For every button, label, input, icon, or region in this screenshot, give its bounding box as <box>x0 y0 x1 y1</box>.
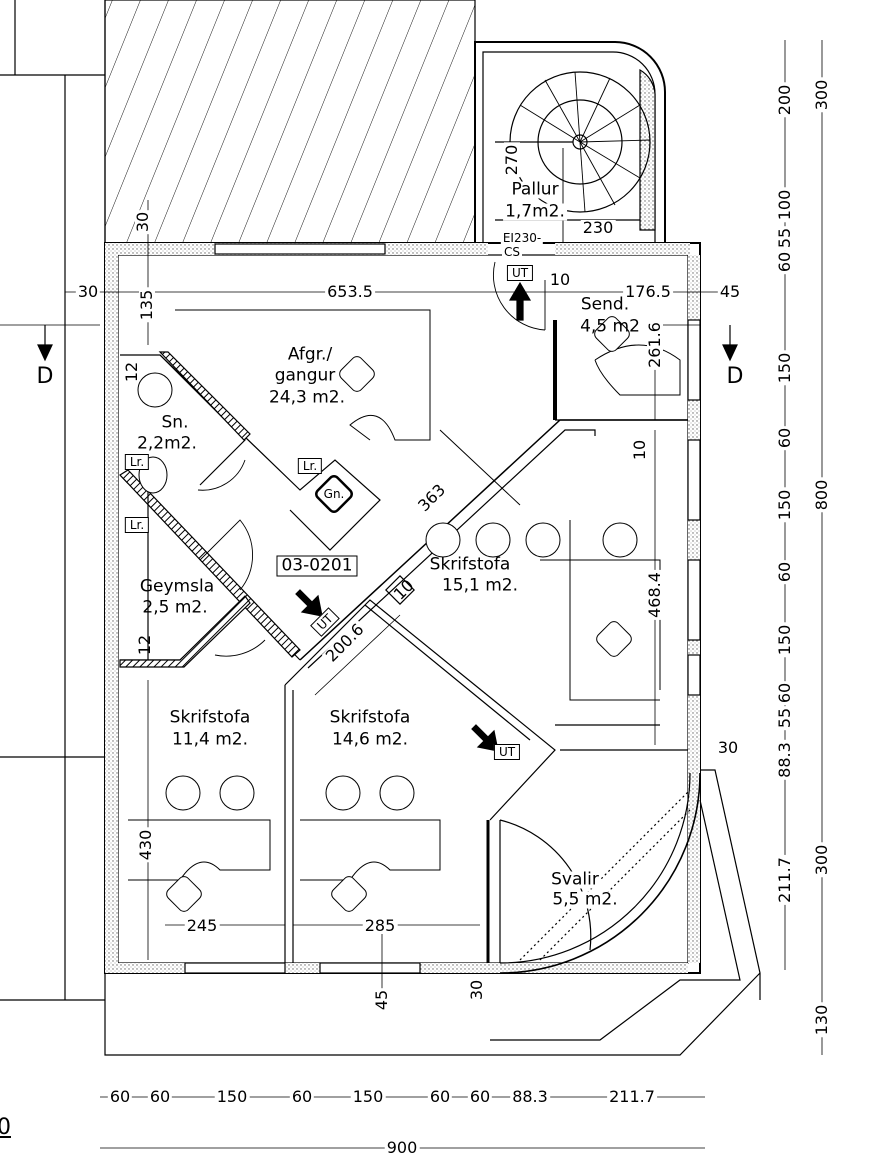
bottom-dim: 150 <box>350 1087 386 1106</box>
room-area-skrifstofa-south: 14,6 m2. <box>331 729 409 750</box>
roof-outline <box>104 972 761 1056</box>
bottom-dim: 211.7 <box>607 1087 657 1106</box>
section-arrows <box>37 325 738 362</box>
right-dim: 211.7 <box>775 855 794 905</box>
fire-hose-label-kitchen: Lr. <box>297 458 323 474</box>
interior-walls <box>119 320 688 963</box>
room-name-sn: Sn. <box>161 412 189 433</box>
dim-245: 245 <box>184 916 220 935</box>
fire-door-class: CS <box>502 245 522 259</box>
right-dim-outer: 800 <box>812 477 831 513</box>
dim-653: 653.5 <box>325 282 375 301</box>
fire-door-rating: EI230- <box>500 231 544 245</box>
right-dim: 60 <box>775 249 794 275</box>
room-name-skrifstofa-southwest: Skrifstofa <box>169 707 251 728</box>
dim-285: 285 <box>362 916 398 935</box>
dim-176: 176.5 <box>623 282 673 301</box>
dim-10-mid: 10 <box>630 437 649 463</box>
bottom-dim: 60 <box>289 1087 315 1106</box>
right-dim: 150 <box>775 622 794 658</box>
section-marker-right: D <box>726 364 744 389</box>
room-area-pallur: 1,7m2. <box>503 201 567 222</box>
dim-261: 261.6 <box>645 320 664 370</box>
right-dim: 60 <box>775 559 794 585</box>
right-dim-outer: 130 <box>812 1002 831 1038</box>
right-dim: 88.3 <box>775 740 794 780</box>
right-dim: 60 <box>775 680 794 706</box>
terrace-hatch <box>104 0 476 244</box>
room-name-afgr-1: Afgr./ <box>287 344 333 365</box>
room-name-afgr-2: gangur <box>274 365 336 386</box>
dim-30-southeast: 30 <box>715 738 741 757</box>
room-name-geymsla: Geymsla <box>139 576 215 597</box>
dim-30-vertical: 30 <box>133 209 152 235</box>
adjacent-building <box>0 0 106 1001</box>
spiral-stair-tower <box>474 41 666 243</box>
door-swings <box>197 261 546 657</box>
dim-45-bottom: 45 <box>372 987 391 1013</box>
right-dim: 60 <box>775 425 794 451</box>
sink-label: Gn. <box>323 487 345 501</box>
room-name-pallur: Pallur <box>509 179 561 200</box>
dim-30-left: 30 <box>75 282 101 301</box>
dim-30-bottom: 30 <box>467 977 486 1003</box>
dim-430: 430 <box>136 827 155 863</box>
room-area-send: 4,5 m2 <box>580 316 640 337</box>
bottom-dim: 88.3 <box>510 1087 550 1106</box>
right-dim: 150 <box>775 487 794 523</box>
dim-135: 135 <box>137 287 156 323</box>
room-area-skrifstofa-southwest: 11,4 m2. <box>171 729 249 750</box>
dim-230: 230 <box>580 218 616 237</box>
dim-45-right: 45 <box>717 282 743 301</box>
furniture <box>128 309 681 912</box>
room-area-svalir: 5,5 m2. <box>550 889 620 910</box>
exit-sign-balcony: UT <box>493 744 521 760</box>
bottom-dim: 60 <box>427 1087 453 1106</box>
bottom-dim: 150 <box>214 1087 250 1106</box>
dim-468: 468.4 <box>645 570 664 620</box>
right-dim: 55 <box>775 705 794 731</box>
room-name-svalir: Svalir <box>549 869 601 890</box>
cut-label: 0 <box>0 1115 11 1140</box>
dim-12-top: 12 <box>122 361 141 383</box>
exterior-walls <box>104 242 701 974</box>
fire-hose-label-sn: Lr. <box>124 454 150 470</box>
dim-270: 270 <box>502 142 521 178</box>
room-id-tag: 03-0201 <box>276 555 358 577</box>
right-dim: 55 <box>775 225 794 251</box>
room-name-skrifstofa-east: Skrifstofa <box>429 554 511 575</box>
room-area-geymsla: 2,5 m2. <box>142 597 208 618</box>
room-area-afgr: 24,3 m2. <box>268 387 346 408</box>
bottom-dim: 60 <box>147 1087 173 1106</box>
section-marker-left: D <box>36 364 54 389</box>
dim-10-top: 10 <box>547 270 573 289</box>
right-dim: 150 <box>775 350 794 386</box>
right-dim: 100 <box>775 187 794 223</box>
bottom-dim-total: 900 <box>384 1138 420 1157</box>
room-area-skrifstofa-east: 15,1 m2. <box>441 575 519 596</box>
room-name-send: Send. <box>580 294 630 315</box>
room-name-skrifstofa-south: Skrifstofa <box>329 707 411 728</box>
fire-hose-label-geymsla: Lr. <box>124 517 150 533</box>
right-dim-outer: 300 <box>812 842 831 878</box>
dim-12-bottom: 12 <box>135 634 154 656</box>
right-dim: 200 <box>775 82 794 118</box>
bottom-dim: 60 <box>467 1087 493 1106</box>
exit-sign-north: UT <box>506 265 534 281</box>
right-dim-outer: 300 <box>812 77 831 113</box>
bottom-dim: 60 <box>107 1087 133 1106</box>
room-area-sn: 2,2m2. <box>137 433 197 454</box>
balcony <box>486 772 701 974</box>
